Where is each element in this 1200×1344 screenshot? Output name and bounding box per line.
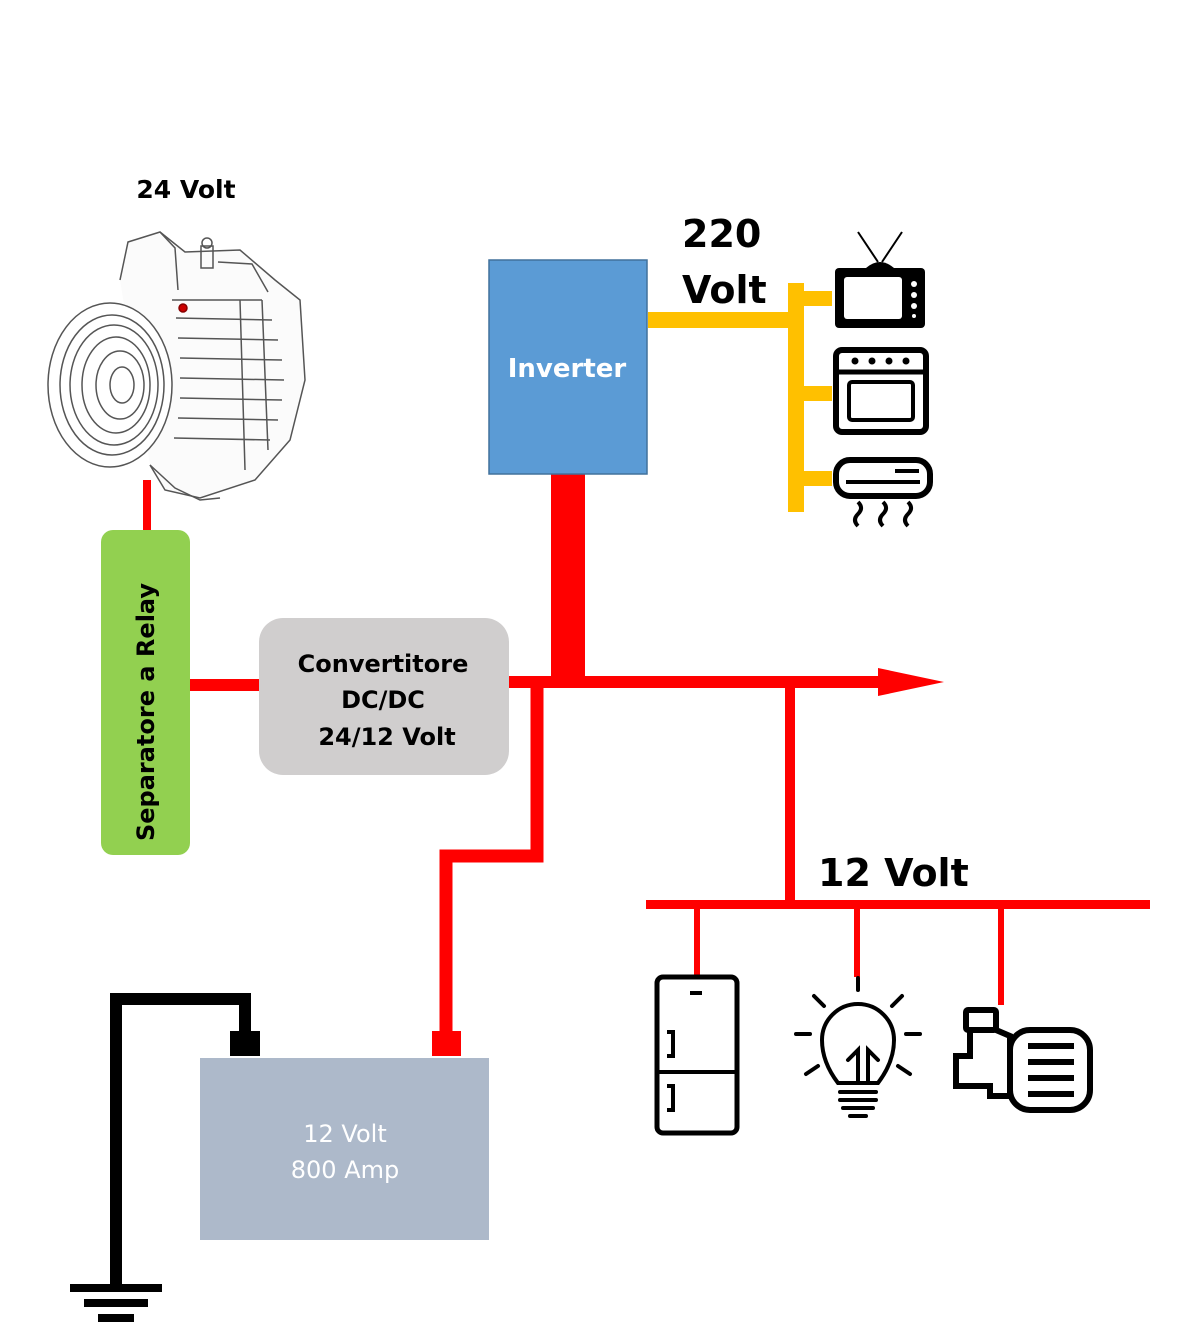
relay-box: [101, 530, 190, 855]
oven-icon: [833, 347, 929, 435]
bulb-drop-wire: [854, 905, 860, 977]
ground-wire: [110, 993, 251, 1290]
battery-label-line1: 12 Volt: [303, 1120, 386, 1148]
pump-motor-icon: [953, 1007, 1093, 1113]
battery-negative-terminal: [230, 1031, 260, 1056]
converter-label-line2: DC/DC: [341, 686, 425, 714]
main-dc-bus-wire: [508, 676, 890, 688]
fridge-drop-wire: [694, 905, 700, 977]
inverter-label: Inverter: [508, 354, 627, 384]
battery-label-line2: 800 Amp: [291, 1156, 399, 1184]
relay-label: Separatore a Relay: [132, 583, 160, 841]
light-bulb-icon: [794, 976, 922, 1118]
battery-box: [200, 1058, 489, 1240]
alternator-icon: [47, 231, 306, 501]
ac-branch-ac: [796, 471, 832, 486]
ac-wiring: [648, 283, 832, 512]
converter-label-line3: 24/12 Volt: [318, 723, 455, 751]
bus-drop-wire: [785, 684, 795, 906]
battery-positive-wire: [439, 684, 544, 1032]
ac-feed-wire: [648, 312, 796, 328]
air-conditioner-icon: [833, 457, 933, 528]
alternator-voltage-label: 24 Volt: [136, 175, 235, 204]
alternator-to-relay-wire: [143, 480, 151, 532]
ac-voltage-label-line1: 220: [682, 212, 761, 256]
pump-drop-wire: [998, 905, 1004, 1005]
relay-to-converter-wire: [188, 679, 260, 691]
ground-icon: [70, 1284, 162, 1322]
tv-icon: [835, 231, 925, 328]
dc-load-bus-wire: [646, 900, 1150, 909]
ac-voltage-label-line2: Volt: [682, 268, 767, 312]
converter-label-line1: Convertitore: [298, 650, 469, 678]
inverter-box: [488, 259, 648, 475]
fridge-icon: [654, 974, 740, 1136]
ac-branch-tv: [796, 291, 832, 306]
converter-box: [259, 618, 509, 775]
dc-bus-voltage-label: 12 Volt: [818, 851, 969, 895]
ac-branch-oven: [796, 386, 832, 401]
inverter-feed-wire: [551, 474, 585, 688]
dc-wiring: [143, 474, 1150, 1056]
main-bus-arrowhead: [878, 668, 944, 696]
ground-wiring: [70, 993, 260, 1322]
battery-positive-terminal: [432, 1031, 461, 1056]
